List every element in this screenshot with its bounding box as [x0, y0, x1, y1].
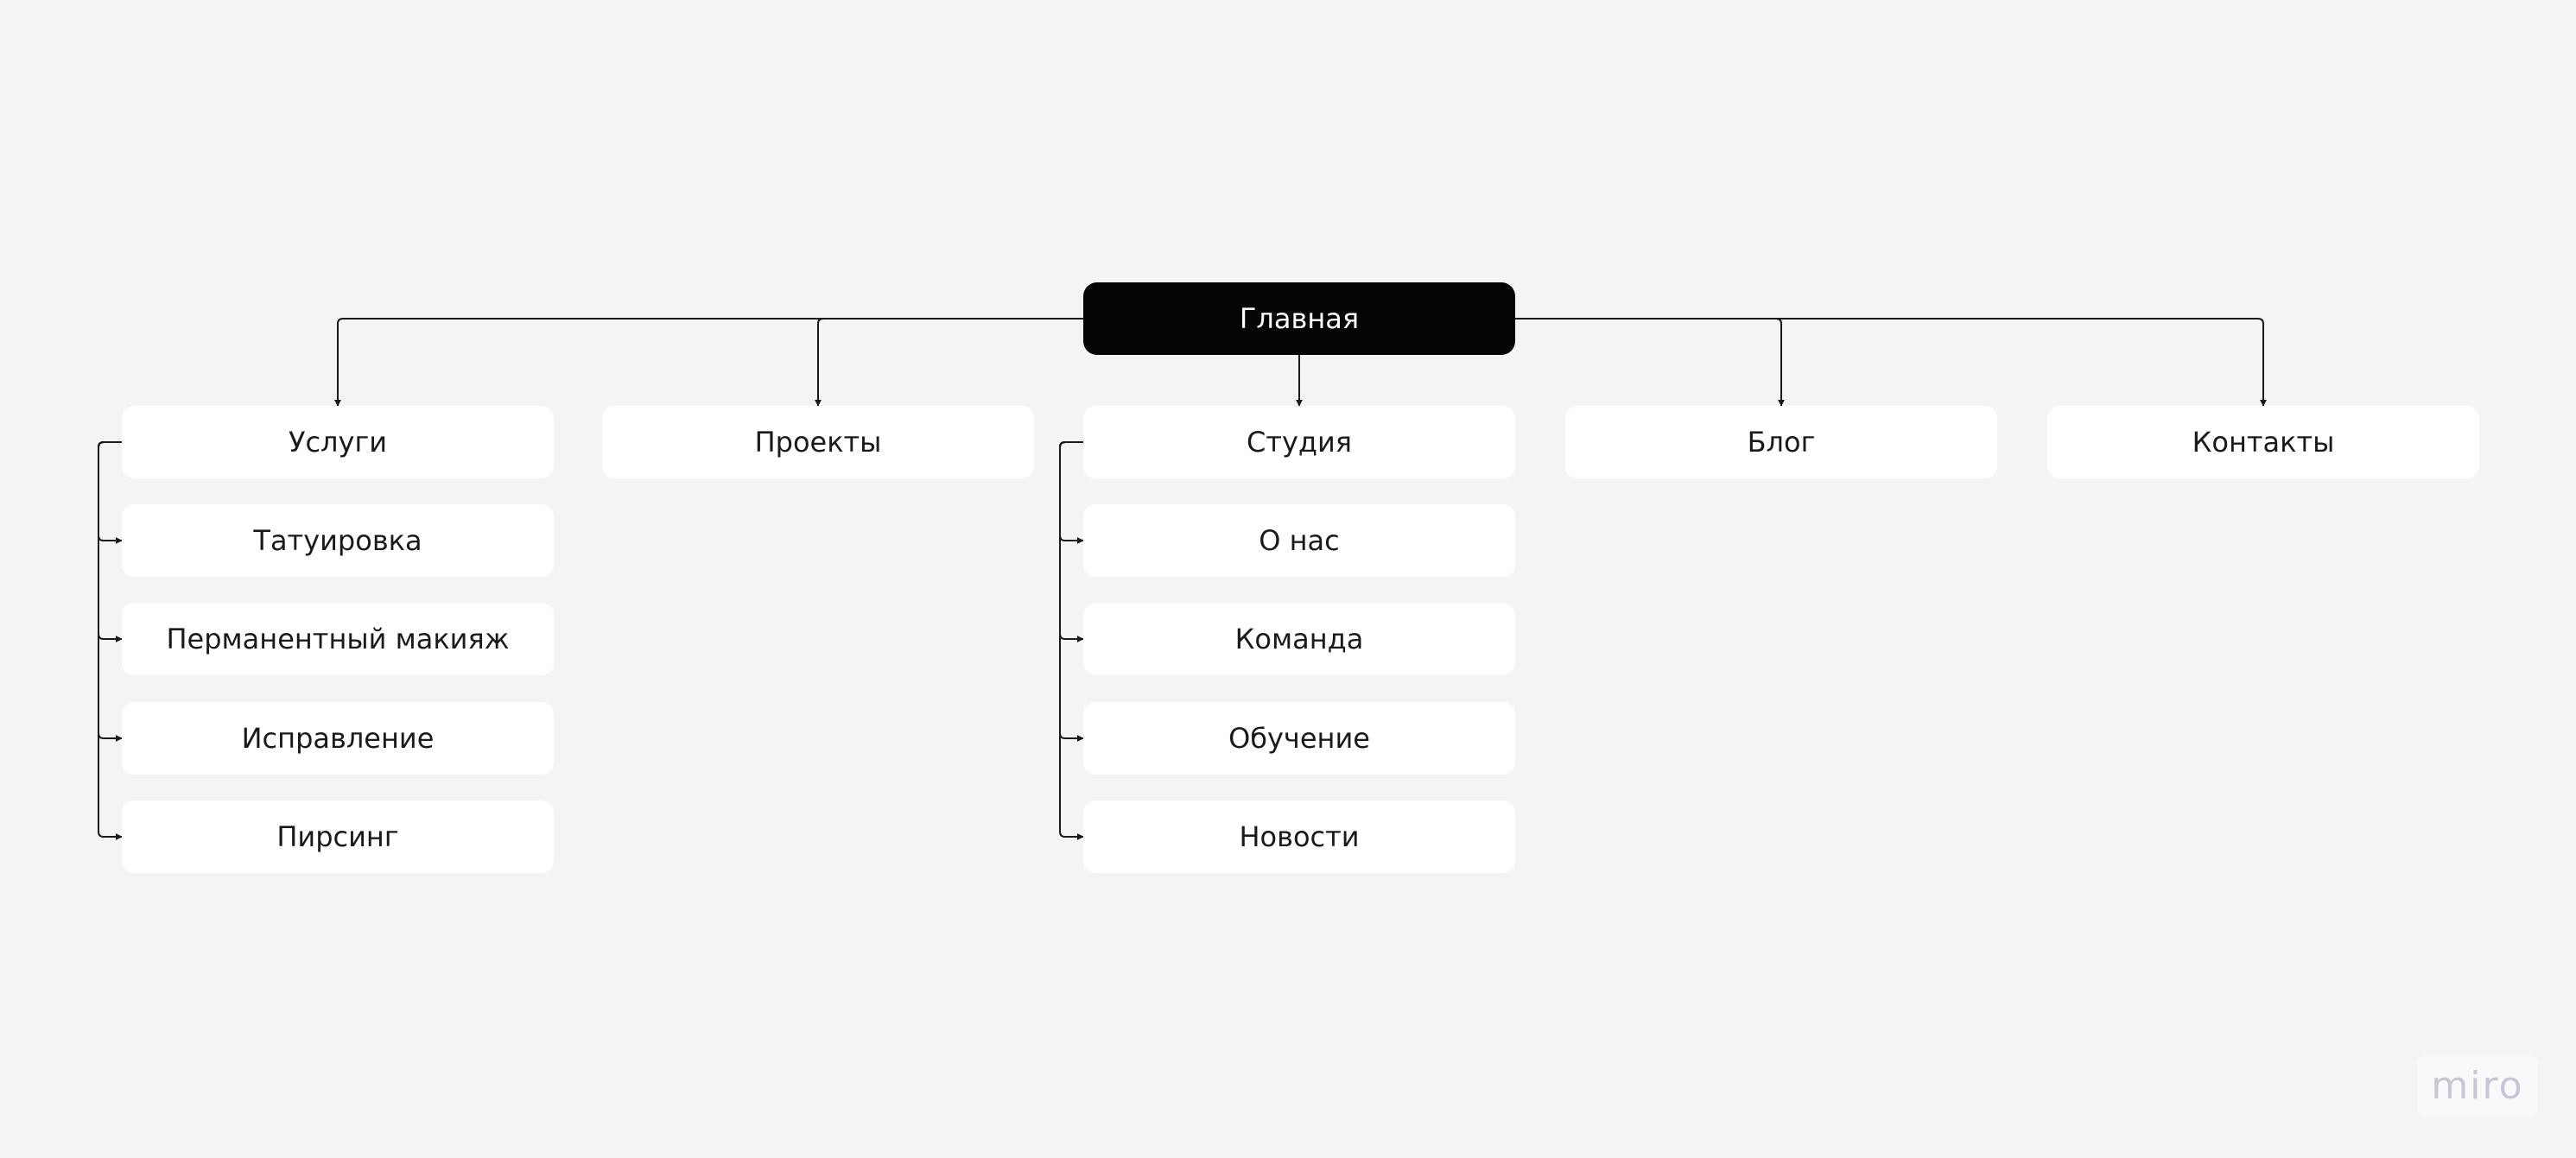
- connector-services-to-child-3: [98, 441, 123, 742]
- child-node-news[interactable]: Новости: [1083, 800, 1515, 873]
- connector-home-to-services: [334, 318, 1083, 407]
- root-node-home[interactable]: Главная: [1083, 282, 1515, 355]
- miro-logo: miro: [2417, 1055, 2538, 1116]
- child-node-piercing[interactable]: Пирсинг: [122, 800, 554, 873]
- child-node-correction[interactable]: Исправление: [122, 702, 554, 775]
- connector-services-to-child-1: [98, 441, 123, 544]
- section-node-projects[interactable]: Проекты: [602, 406, 1034, 478]
- child-node-permanent-makeup[interactable]: Перманентный макияж: [122, 603, 554, 675]
- connector-services-to-child-4: [98, 441, 123, 840]
- child-node-about-us[interactable]: О нас: [1083, 504, 1515, 577]
- connector-home-to-projects: [815, 318, 1083, 407]
- connector-home-to-contacts: [1515, 318, 2267, 407]
- child-node-tattoo[interactable]: Татуировка: [122, 504, 554, 577]
- connector-home-to-blog: [1515, 318, 1785, 407]
- child-node-training[interactable]: Обучение: [1083, 702, 1515, 775]
- child-node-team[interactable]: Команда: [1083, 603, 1515, 675]
- section-node-studio[interactable]: Студия: [1083, 406, 1515, 478]
- section-node-services[interactable]: Услуги: [122, 406, 554, 478]
- section-node-blog[interactable]: Блог: [1565, 406, 1997, 478]
- connector-studio-to-child-1: [1059, 441, 1084, 544]
- connector-studio-to-child-4: [1059, 441, 1084, 840]
- section-node-contacts[interactable]: Контакты: [2047, 406, 2479, 478]
- connector-studio-to-child-3: [1059, 441, 1084, 742]
